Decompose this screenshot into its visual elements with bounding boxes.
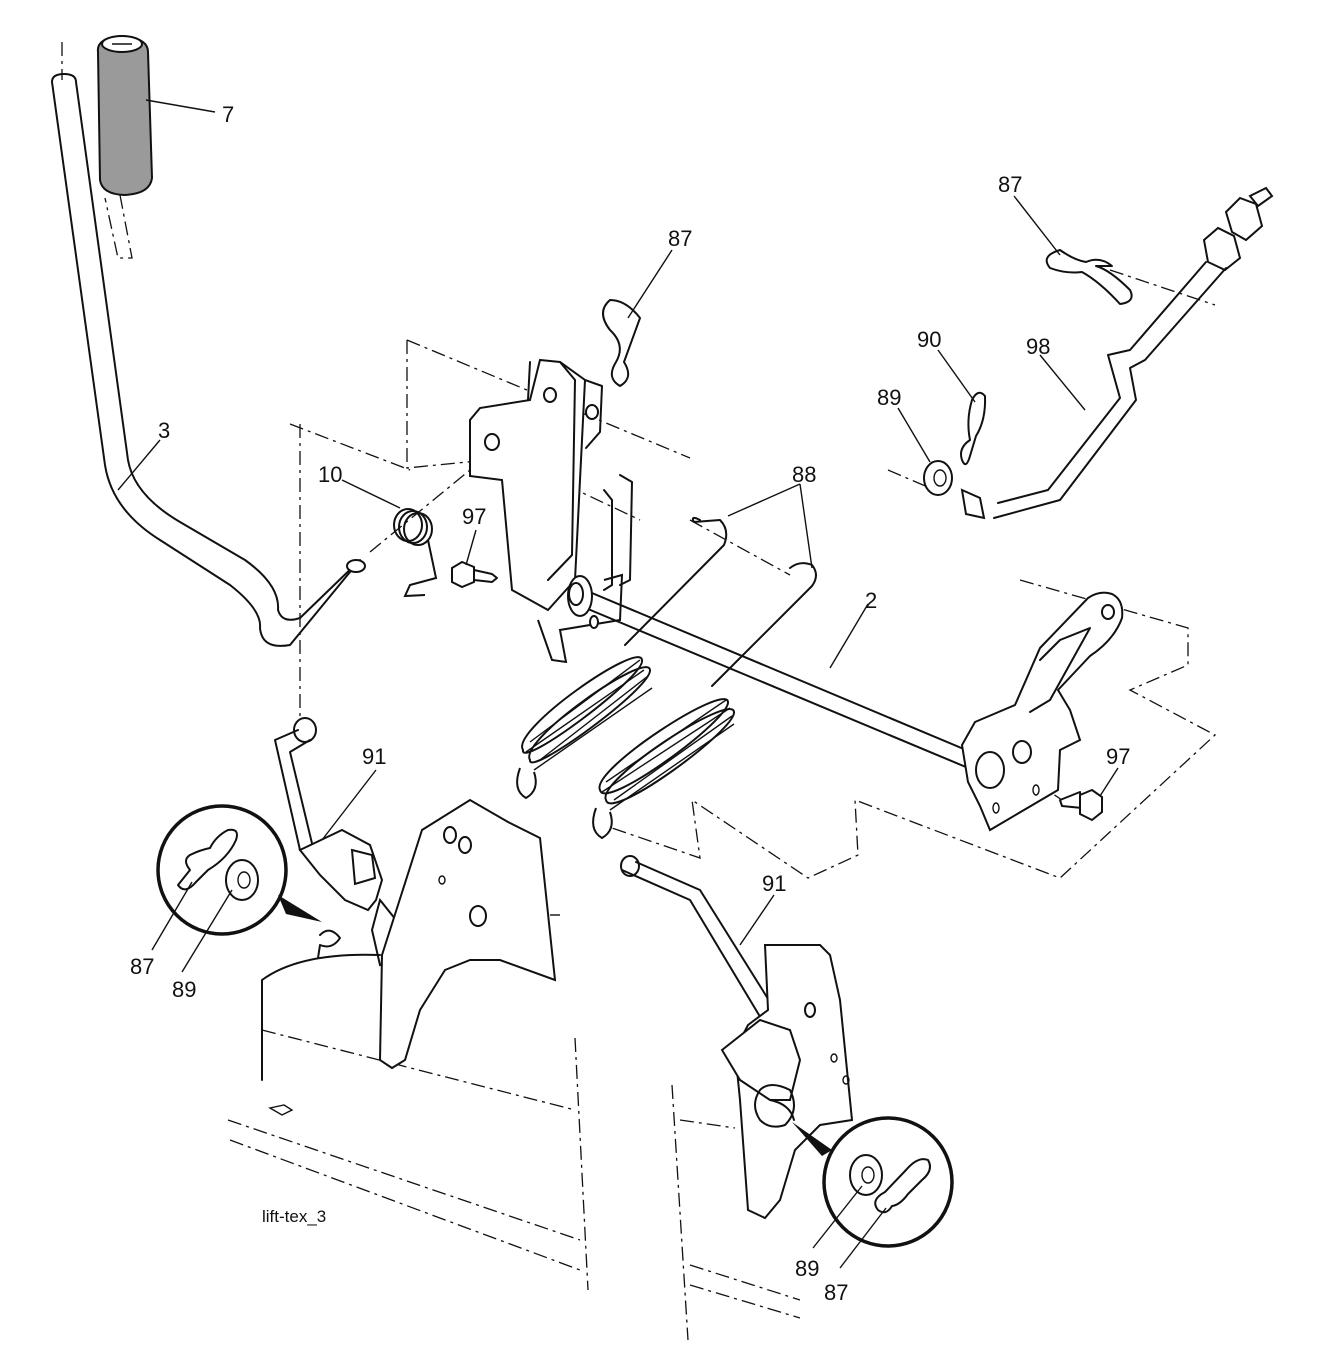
- callout-leaders: [117, 99, 1119, 1269]
- callout-87-detail-left: 87: [130, 954, 154, 979]
- washer-top: [923, 460, 953, 496]
- assembly-guide-lines: [61, 42, 1217, 1341]
- lift-shaft: [567, 575, 991, 776]
- callout-89-detail-right: 89: [795, 1256, 819, 1281]
- hair-pin-top: [602, 299, 641, 387]
- torsion-spring: [393, 508, 438, 598]
- callout-87-detail-right: 87: [824, 1280, 848, 1305]
- callout-88: 88: [792, 462, 816, 487]
- right-lift-bracket: [960, 591, 1124, 832]
- callout-98: 98: [1026, 334, 1050, 359]
- spring-coil-left: [516, 656, 653, 800]
- extension-springs: [516, 516, 817, 840]
- callout-91-left: 91: [362, 744, 386, 769]
- callout-97-left: 97: [462, 504, 486, 529]
- lift-lever: [51, 73, 366, 647]
- callout-3: 3: [158, 418, 170, 443]
- callout-7: 7: [222, 102, 234, 127]
- callout-91-right: 91: [762, 871, 786, 896]
- hair-pin-right-top: [1045, 249, 1133, 305]
- callout-2: 2: [865, 588, 877, 613]
- right-lift-arm-assembly: [720, 944, 854, 1220]
- detail-circle-right: [792, 1116, 954, 1248]
- callout-87-top-right: 87: [998, 172, 1022, 197]
- callout-87-top: 87: [668, 226, 692, 251]
- bolt-left: [451, 560, 498, 589]
- callout-89-top: 89: [877, 385, 901, 410]
- left-lift-arm-assembly: [298, 798, 560, 1070]
- detail-circle-left: [156, 804, 322, 936]
- bolt-right: [1059, 788, 1103, 822]
- callout-labels: 7 3 10 97 87 87 90 89 98 88 2 97 91 91 8…: [130, 102, 1130, 1305]
- figure-reference: lift-tex_3: [262, 1207, 326, 1226]
- callout-97-right: 97: [1106, 744, 1130, 769]
- callout-90: 90: [917, 327, 941, 352]
- spring-coil-right: [592, 698, 736, 840]
- callout-10: 10: [318, 462, 342, 487]
- hair-pin-90: [960, 391, 987, 466]
- adjustment-rod: [960, 186, 1274, 520]
- handle-grip: [96, 34, 154, 197]
- deck-left-outline: [261, 953, 381, 1116]
- callout-89-detail-left: 89: [172, 977, 196, 1002]
